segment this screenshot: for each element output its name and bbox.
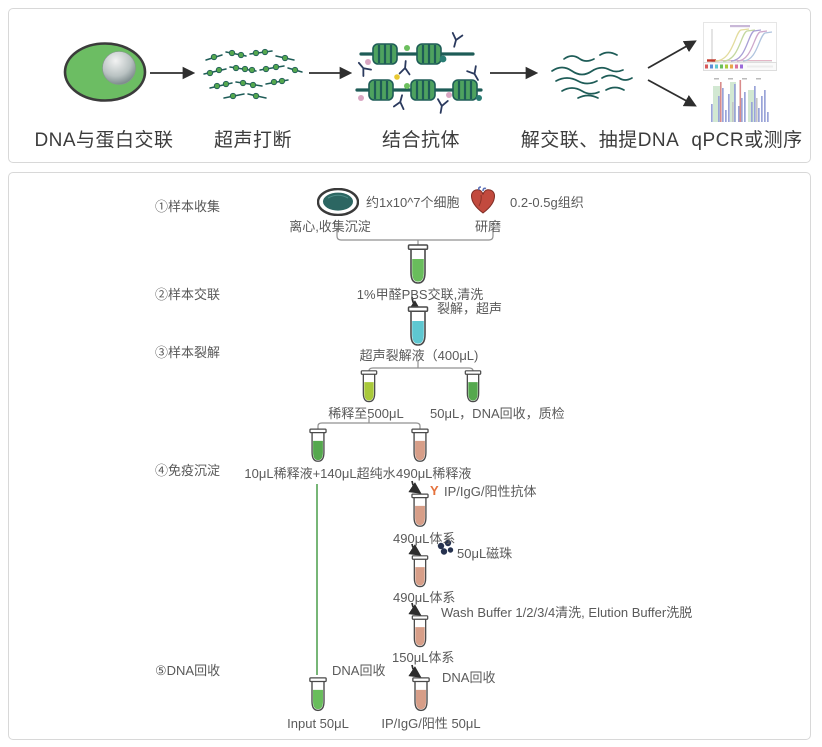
tube-crosslinked	[405, 306, 431, 353]
note-system-490-2: 490μL体系	[393, 590, 456, 605]
note-dna-recover-input: DNA回收	[332, 663, 386, 678]
step-label-1: ①样本收集	[155, 199, 221, 214]
tube-ip-beads	[409, 555, 431, 594]
stage-label-sonicate: 超声打断	[213, 130, 293, 151]
tube-input-dilution	[307, 428, 329, 469]
tube-lysate-diluted	[358, 370, 380, 409]
qpcr-legend-strip	[703, 62, 777, 71]
label-ip-tube: IP/IgG/阳性 50μL	[381, 716, 481, 731]
tube-lysate-qc	[462, 370, 484, 409]
note-lyse: 裂解，超声	[437, 301, 503, 316]
antibody-binding-icon	[355, 32, 483, 114]
note-dilute: 稀释至500μL	[328, 406, 404, 421]
qpcr-chart-thumbnail	[703, 22, 777, 70]
label-input-tube: Input 50μL	[287, 716, 349, 731]
step-label-5: ⑤DNA回收	[155, 663, 221, 678]
antibody-y-icon: Y	[430, 483, 439, 498]
note-cells-amount: 约1x10^7个细胞	[366, 195, 460, 210]
tube-ip-washed	[409, 615, 431, 654]
step-label-2: ②样本交联	[155, 287, 221, 302]
note-crosslink: 1%甲醛PBS交联,清洗	[356, 287, 484, 302]
note-wash: Wash Buffer 1/2/3/4清洗, Elution Buffer洗脱	[441, 605, 693, 620]
tube-ip-dna	[409, 677, 433, 718]
tube-ip-antibody	[409, 493, 431, 534]
dna-strands-icon	[551, 51, 633, 99]
sequencing-trace-thumbnail	[711, 78, 769, 122]
stage-label-extract: 解交联、抽提DNA	[520, 130, 680, 151]
step-label-3: ③样本裂解	[155, 345, 221, 360]
note-dish-action: 离心,收集沉淀	[289, 219, 371, 234]
note-dna-recover-ip: DNA回收	[442, 670, 496, 685]
note-ip-dilution: 490μL稀释液	[396, 466, 472, 481]
note-tissue-action: 研磨	[474, 219, 502, 234]
note-system-490-1: 490μL体系	[393, 531, 456, 546]
note-input-mix: 10μL稀释液+140μL超纯水	[244, 466, 396, 481]
chromatin-fragments-icon	[203, 48, 303, 100]
stage-label-qpcr-seq: qPCR或测序	[691, 130, 803, 151]
heart-tissue-icon	[470, 186, 496, 214]
protocol-panel	[8, 172, 811, 740]
tube-input-dna	[306, 677, 330, 718]
note-system-150: 150μL体系	[392, 650, 455, 665]
note-sonicate: 超声裂解液（400μL)	[359, 348, 479, 363]
tube-ip-dilution	[409, 428, 431, 469]
note-qc: 50μL，DNA回收，质检	[430, 406, 565, 421]
step-label-4: ④免疫沉淀	[155, 463, 221, 478]
note-antibody: IP/IgG/阳性抗体	[444, 484, 537, 499]
note-beads: 50μL磁珠	[457, 546, 513, 561]
cell-pellet-dish-icon	[317, 188, 359, 216]
stage-label-antibody: 结合抗体	[381, 130, 461, 151]
tube-collected-sample	[405, 244, 431, 291]
note-tissue-amount: 0.2-0.5g组织	[510, 195, 584, 210]
cell-icon	[63, 42, 147, 102]
stage-label-crosslink: DNA与蛋白交联	[34, 130, 174, 151]
